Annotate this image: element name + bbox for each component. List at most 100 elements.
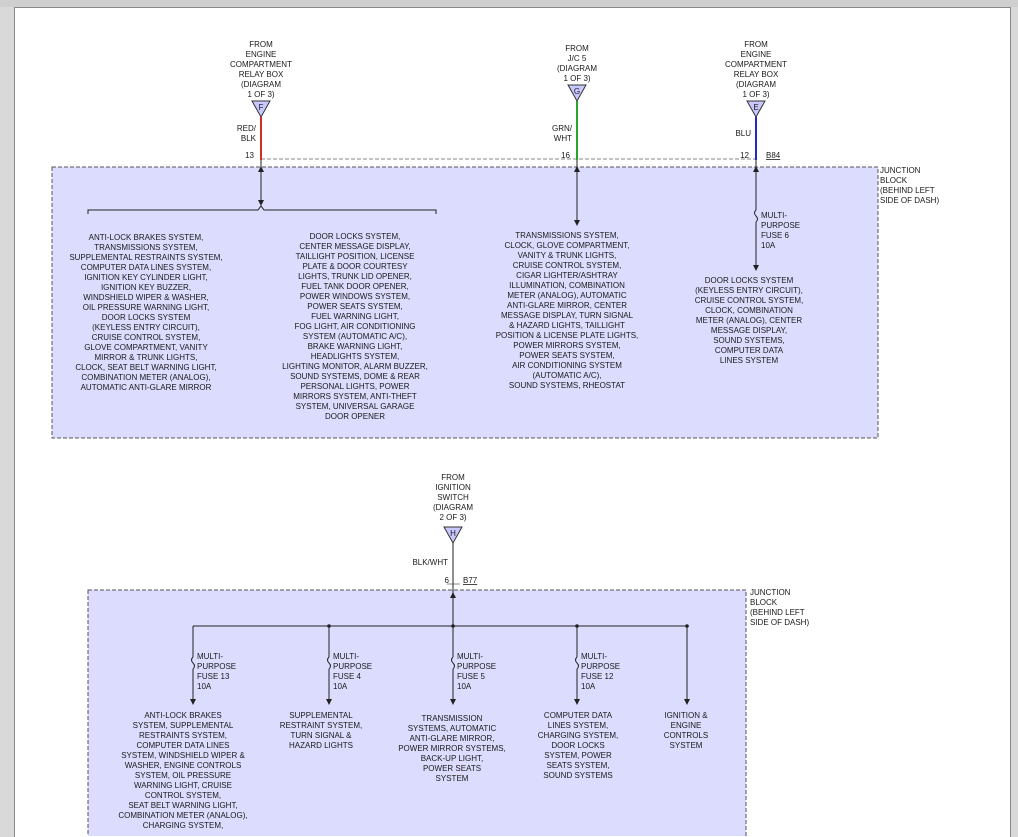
systems-list-bottom-1-line: SYSTEM, OIL PRESSURE [135, 771, 231, 780]
systems-list-top-2-line: BRAKE WARNING LIGHT, [308, 342, 403, 351]
arrow-up-bottom [450, 592, 456, 598]
systems-list-bottom-1-line: SYSTEM, SUPPLEMENTAL [133, 721, 234, 730]
systems-list-bottom-1-line: WARNING LIGHT, CRUISE [134, 781, 232, 790]
systems-list-top-3-line: CIGAR LIGHTER/ASHTRAY [516, 271, 618, 280]
fuse-label-bottom-1-line: FUSE 4 [333, 672, 362, 681]
source-label-top_right-line: COMPARTMENT [725, 60, 787, 69]
wire-color-top_left: RED/ [237, 124, 257, 133]
systems-list-bottom-1-line: CONTROL SYSTEM, [145, 791, 221, 800]
fuse-label-top-right-line: PURPOSE [761, 221, 800, 230]
systems-list-top-1-line: IGNITION KEY CYLINDER LIGHT, [84, 273, 207, 282]
arrow-up-right [753, 166, 759, 172]
fuse-label-bottom-1-line: PURPOSE [333, 662, 372, 671]
connector-top_right-triangle [746, 100, 766, 119]
junction-block-label-top-line: JUNCTION [880, 166, 921, 175]
source-label-top_left-line: 1 OF 3) [247, 90, 274, 99]
source-label-top_right-line: ENGINE [741, 50, 772, 59]
fuse-label-top-right-line: 10A [761, 241, 776, 250]
fuse-label-bottom-3-line: MULTI- [581, 652, 607, 661]
fuse-label-bottom-0-line: PURPOSE [197, 662, 236, 671]
systems-list-bottom-3-line: POWER MIRROR SYSTEMS, [398, 744, 506, 753]
systems-list-top-2-line: HEADLIGHTS SYSTEM, [311, 352, 399, 361]
connector-top_left-triangle [251, 100, 271, 119]
connector-top_left-letter: F [259, 103, 264, 112]
systems-list-top-1-line: CRUISE CONTROL SYSTEM, [92, 333, 201, 342]
systems-list-bottom-5-line: CONTROLS [664, 731, 708, 740]
source-label-top_mid-line: 1 OF 3) [563, 74, 590, 83]
wire-color-top_left: BLK [241, 134, 257, 143]
arrow-down-bottom-0 [190, 699, 196, 705]
systems-list-bottom-4-line: LINES SYSTEM, [548, 721, 608, 730]
systems-list-top-2-line: DOOR OPENER [325, 412, 385, 421]
fuse-label-top-right-line: MULTI- [761, 211, 787, 220]
systems-list-bottom-4-line: SEATS SYSTEM, [547, 761, 610, 770]
source-label-bottom-line: SWITCH [437, 493, 469, 502]
systems-list-top-1-line: DOOR LOCKS SYSTEM [102, 313, 191, 322]
source-label-top_right-line: RELAY BOX [734, 70, 779, 79]
systems-list-top-1-line: CLOCK, SEAT BELT WARNING LIGHT, [75, 363, 216, 372]
arrow-down-right [753, 265, 759, 271]
source-label-bottom-line: IGNITION [435, 483, 471, 492]
systems-list-bottom-3-line: BACK-UP LIGHT, [421, 754, 484, 763]
pin-number-top_mid: 16 [561, 151, 570, 160]
systems-list-top-4-line: CRUISE CONTROL SYSTEM, [695, 296, 804, 305]
arrow-down-bottom-3 [574, 699, 580, 705]
wire-color-top_right: BLU [735, 129, 751, 138]
systems-list-bottom-5-line: IGNITION & [664, 711, 708, 720]
systems-list-top-3-line: CRUISE CONTROL SYSTEM, [513, 261, 622, 270]
systems-list-top-1-line: MIRROR & TRUNK LIGHTS, [95, 353, 198, 362]
fuse-label-bottom-3-line: 10A [581, 682, 596, 691]
systems-list-top-4-line: COMPUTER DATA [715, 346, 784, 355]
systems-list-top-1-line: IGNITION KEY BUZZER, [101, 283, 191, 292]
junction-block-label-top-line: SIDE OF DASH) [880, 196, 939, 205]
junction-block-label-top-line: (BEHIND LEFT [880, 186, 935, 195]
fuse-label-bottom-0-line: 10A [197, 682, 212, 691]
fuse-label-bottom-0-line: FUSE 13 [197, 672, 230, 681]
systems-list-top-2-line: SYSTEM (AUTOMATIC A/C), [303, 332, 407, 341]
arrow-down-bottom-4 [684, 699, 690, 705]
systems-list-bottom-2-line: RESTRAINT SYSTEM, [280, 721, 363, 730]
systems-list-top-4-line: METER (ANALOG), CENTER [696, 316, 802, 325]
arrow-up-left [258, 166, 264, 172]
connector-bottom-triangle [443, 526, 463, 545]
systems-list-bottom-1-line: SEAT BELT WARNING LIGHT, [128, 801, 237, 810]
systems-list-bottom-3-line: SYSTEM [436, 774, 469, 783]
brace-left-groups [87, 205, 437, 214]
systems-list-top-3-line: POWER SEATS SYSTEM, [519, 351, 614, 360]
systems-list-top-2-line: LIGHTING MONITOR, ALARM BUZZER, [282, 362, 428, 371]
connector-bottom-letter: H [450, 529, 456, 538]
fuse-symbol-top-right [754, 209, 758, 223]
systems-list-top-2-line: SYSTEM, UNIVERSAL GARAGE [296, 402, 415, 411]
arrow-down-bottom-1 [326, 699, 332, 705]
systems-list-top-2-line: SOUND SYSTEMS, DOME & REAR [290, 372, 420, 381]
systems-list-top-2-line: DOOR LOCKS SYSTEM, [310, 232, 401, 241]
connector-id-bottom: B77 [463, 576, 478, 585]
systems-list-top-3-line: AIR CONDITIONING SYSTEM [512, 361, 622, 370]
page-top-strip [0, 0, 1018, 7]
systems-list-bottom-2-line: HAZARD LIGHTS [289, 741, 353, 750]
systems-list-bottom-1-line: CHARGING SYSTEM, [143, 821, 223, 830]
wire-color-bottom: BLK/WHT [412, 558, 448, 567]
systems-list-top-1-line: GLOVE COMPARTMENT, VANITY [84, 343, 208, 352]
systems-list-top-3-line: TRANSMISSIONS SYSTEM, [515, 231, 619, 240]
systems-list-top-3-line: (AUTOMATIC A/C), [532, 371, 601, 380]
source-label-top_mid-line: FROM [565, 44, 589, 53]
systems-list-top-1-line: COMPUTER DATA LINES SYSTEM, [81, 263, 211, 272]
pin-number-top_left: 13 [245, 151, 254, 160]
junction-block-top [51, 166, 879, 439]
systems-list-top-4-line: DOOR LOCKS SYSTEM [705, 276, 794, 285]
systems-list-top-2-line: PLATE & DOOR COURTESY [302, 262, 408, 271]
fuse-label-bottom-2-line: PURPOSE [457, 662, 496, 671]
systems-list-top-1-line: (KEYLESS ENTRY CIRCUIT), [92, 323, 200, 332]
systems-list-top-2-line: POWER SEATS SYSTEM, [307, 302, 402, 311]
systems-list-bottom-1-line: SYSTEM, WINDSHIELD WIPER & [121, 751, 245, 760]
junction-block-label-bottom-line: SIDE OF DASH) [750, 618, 809, 627]
source-label-bottom-line: FROM [441, 473, 465, 482]
source-label-top_left-line: COMPARTMENT [230, 60, 292, 69]
connector-id-top_right: B84 [766, 151, 781, 160]
fuse-label-bottom-1-line: MULTI- [333, 652, 359, 661]
systems-list-bottom-2-line: SUPPLEMENTAL [289, 711, 353, 720]
systems-list-top-3-line: SOUND SYSTEMS, RHEOSTAT [509, 381, 625, 390]
